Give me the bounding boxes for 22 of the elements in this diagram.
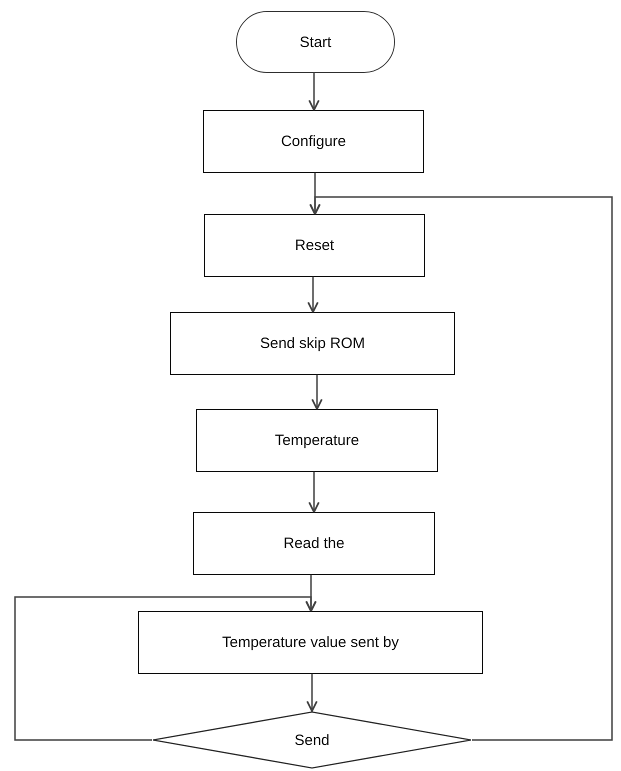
- step-label: Send: [294, 732, 330, 748]
- arrow: [14, 596, 317, 741]
- step-label: Send skip ROM: [260, 335, 366, 352]
- step-label: Configure: [280, 133, 346, 150]
- step-label: Reset: [294, 237, 334, 254]
- process-box: [203, 110, 424, 173]
- step-label: Start: [300, 34, 332, 50]
- arrow: [307, 277, 319, 313]
- process-box: [170, 312, 455, 375]
- decision-diamond: [152, 711, 472, 769]
- arrow: [308, 472, 320, 513]
- process-box: [204, 214, 425, 277]
- process-box: [193, 512, 435, 575]
- step-label: Temperature value sent by: [222, 634, 399, 651]
- step-label: Temperature: [274, 432, 360, 449]
- arrow: [308, 73, 320, 111]
- step-label: Read the: [284, 535, 344, 552]
- arrow: [306, 674, 318, 712]
- process-box: [196, 409, 438, 472]
- arrow: [309, 196, 613, 741]
- process-box: [138, 611, 483, 674]
- arrow: [311, 375, 323, 410]
